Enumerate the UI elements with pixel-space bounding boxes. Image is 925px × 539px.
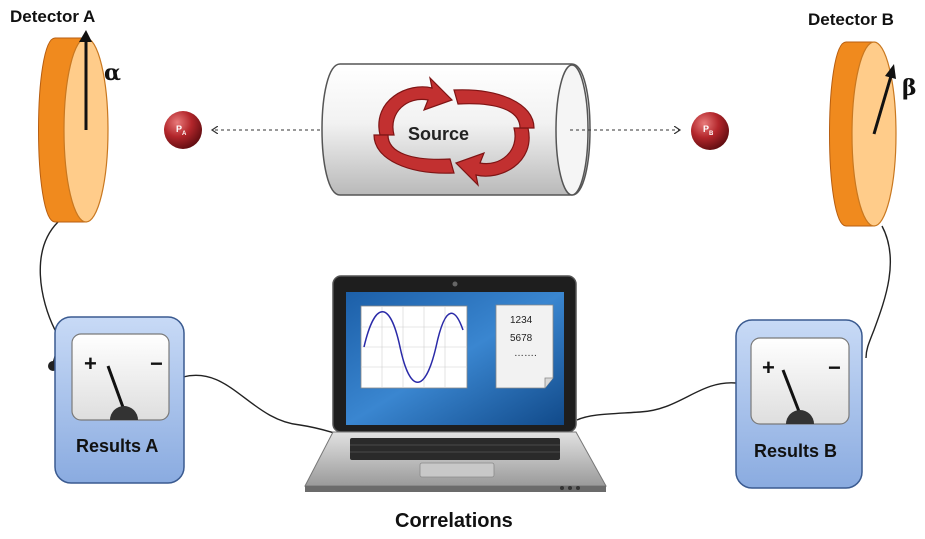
particle-b	[691, 112, 729, 150]
cable-detector-b-to-results-b	[865, 225, 892, 359]
results-a-meter	[54, 316, 185, 484]
screen-wave-plot	[360, 305, 468, 389]
cable-results-b-to-laptop	[576, 382, 737, 421]
results-a-minus-sign: −	[150, 351, 163, 376]
results-b-plus-sign: +	[762, 355, 775, 380]
trackpad	[419, 462, 495, 478]
document-line-3: …….	[514, 348, 537, 359]
document-line-1: 1234	[510, 315, 533, 326]
detector-b	[829, 41, 897, 227]
particle-a-label: PA	[176, 124, 187, 137]
results-a-plus-sign: +	[84, 351, 97, 376]
results-a-label: Results A	[76, 436, 159, 456]
particle-b-label: PB	[703, 124, 714, 137]
detector-b-title: Detector B	[808, 10, 894, 29]
keyboard	[350, 438, 560, 460]
cable-results-a-to-laptop	[182, 374, 339, 435]
particle-a	[164, 111, 202, 149]
alpha-angle-label: α	[104, 60, 121, 86]
sine-wave	[363, 311, 464, 383]
document-line-2: 5678	[510, 333, 533, 344]
correlations-label: Correlations	[395, 510, 513, 532]
results-b-meter	[735, 319, 863, 489]
results-b-needle	[781, 369, 802, 415]
results-a-needle	[106, 365, 126, 411]
webcam-icon	[452, 281, 458, 287]
beta-angle-label: β	[902, 75, 917, 101]
rotation-arrows-icon	[373, 76, 535, 187]
source-label: Source	[408, 124, 470, 144]
results-b-minus-sign: −	[828, 355, 841, 380]
screen-document-icon	[495, 304, 554, 389]
detector-a-title: Detector A	[10, 7, 96, 26]
detector-a	[38, 30, 109, 223]
results-b-label: Results B	[754, 441, 838, 461]
detector-b-needle	[872, 75, 893, 135]
